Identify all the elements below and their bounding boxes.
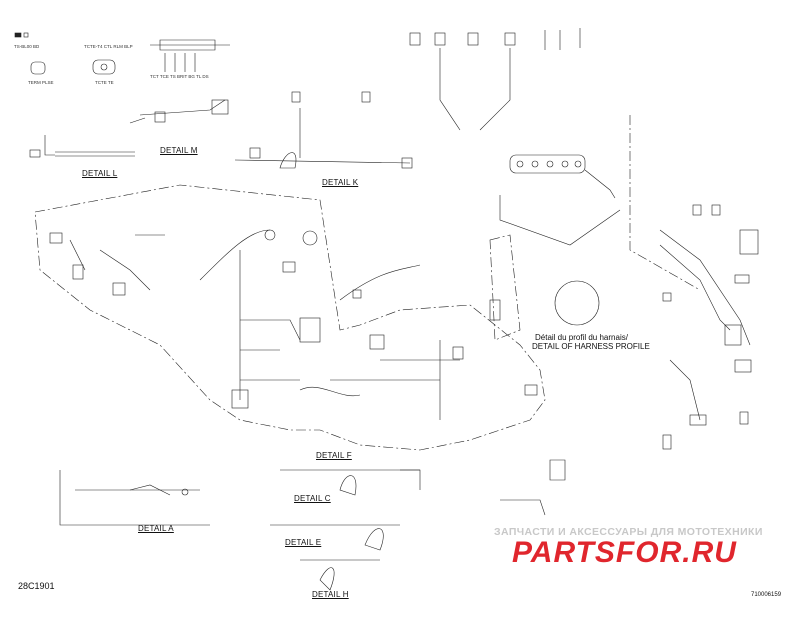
detail-k-harness <box>234 159 411 164</box>
legend-connector-1 <box>30 61 46 75</box>
detail-a-label: DETAIL A <box>138 524 174 533</box>
legend-connector-2 <box>92 59 116 75</box>
main-harness-outline <box>34 184 546 451</box>
detail-c-label: DETAIL C <box>294 494 331 503</box>
profile-label-fr: Détail du profil du harnais/ <box>535 333 628 342</box>
drawing-number: 710006159 <box>751 592 782 598</box>
legend-symbol-1 <box>14 32 22 38</box>
legend-symbol-2 <box>23 32 29 38</box>
detail-f-label: DETAIL F <box>316 451 352 460</box>
watermark-subtitle: ЗАПЧАСТИ И АКСЕССУАРЫ ДЛЯ МОТОТЕХНИКИ <box>494 526 763 538</box>
detail-e-label: DETAIL E <box>285 538 322 547</box>
doc-code: 28C1901 <box>18 581 55 591</box>
detail-h-label: DETAIL H <box>312 590 349 599</box>
detail-l-label: DETAIL L <box>82 169 118 178</box>
profile-label-en: DETAIL OF HARNESS PROFILE <box>532 342 650 351</box>
fuse-block <box>509 154 586 174</box>
detail-k-label: DETAIL K <box>322 178 359 187</box>
watermark-logo: PARTSFOR.RU <box>512 536 737 569</box>
detail-l-bracket <box>44 135 55 156</box>
detail-m-label: DETAIL M <box>160 146 198 155</box>
